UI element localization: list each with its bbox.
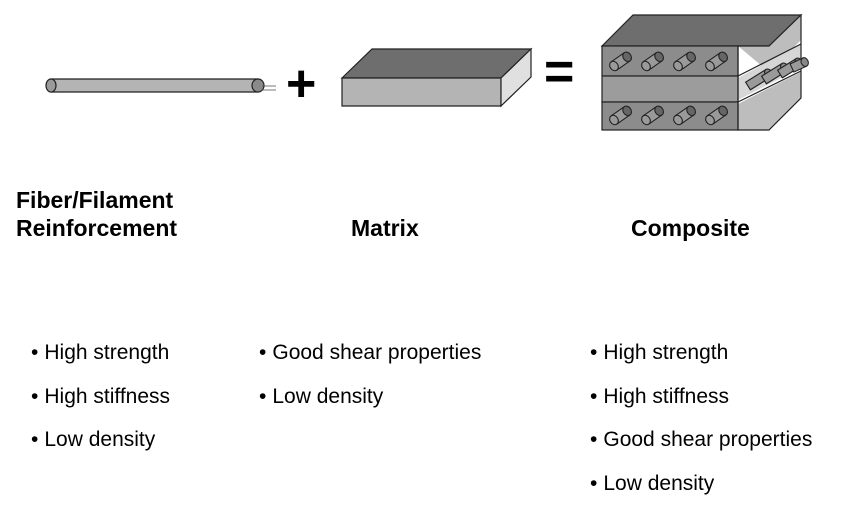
list-item: Good shear properties xyxy=(259,341,481,385)
plus-sign: + xyxy=(286,58,316,110)
list-item: High stiffness xyxy=(31,385,170,429)
fiber-heading-line-2: Reinforcement xyxy=(16,214,177,242)
equals-sign: = xyxy=(544,46,574,98)
list-item: Good shear properties xyxy=(590,428,812,472)
list-item: High strength xyxy=(590,341,812,385)
list-item: Low density xyxy=(259,385,481,429)
matrix-properties-list: Good shear properties Low density xyxy=(259,341,481,428)
list-item: Low density xyxy=(590,472,812,515)
composite-illustration xyxy=(602,15,810,130)
composite-heading: Composite xyxy=(631,214,750,242)
matrix-heading: Matrix xyxy=(351,214,419,242)
fiber-heading-line-1: Fiber/Filament xyxy=(16,186,177,214)
list-item: High stiffness xyxy=(590,385,812,429)
fiber-properties-list: High strength High stiffness Low density xyxy=(31,341,170,472)
fiber-heading: Fiber/Filament Reinforcement xyxy=(16,186,177,242)
fiber-illustration xyxy=(46,79,276,92)
list-item: Low density xyxy=(31,428,170,472)
list-item: High strength xyxy=(31,341,170,385)
composite-properties-list: High strength High stiffness Good shear … xyxy=(590,341,812,515)
matrix-illustration xyxy=(342,49,531,106)
